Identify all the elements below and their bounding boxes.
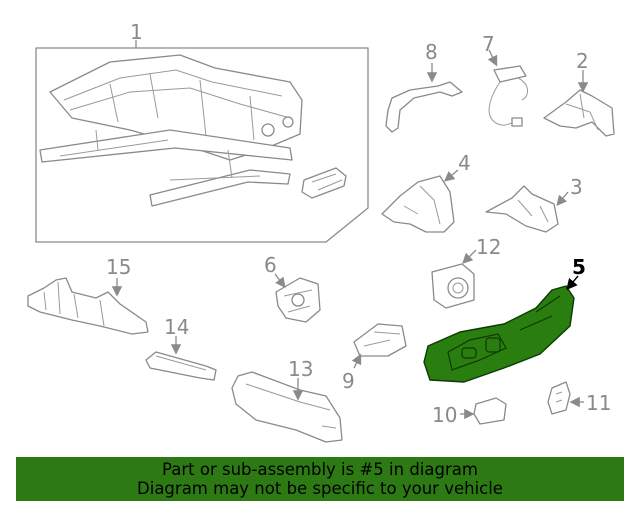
part-2-bracket[interactable] <box>543 70 615 137</box>
callout-7: 7 <box>482 32 495 56</box>
part-9-bracket[interactable] <box>351 323 407 369</box>
callout-13: 13 <box>288 357 313 381</box>
callout-8: 8 <box>425 40 438 64</box>
part-13-trim-panel[interactable] <box>231 371 343 443</box>
part-1-seat-frame[interactable] <box>35 40 369 243</box>
callout-5: 5 <box>572 255 586 279</box>
part-3-trim[interactable] <box>485 185 569 233</box>
part-4-cover[interactable] <box>381 169 459 233</box>
banner-line-2: Diagram may not be specific to your vehi… <box>137 479 503 498</box>
part-12-switch[interactable] <box>431 249 477 309</box>
part-6-motor[interactable] <box>274 273 321 323</box>
part-10-cap[interactable] <box>460 397 507 425</box>
part-5-side-shield[interactable] <box>423 275 579 383</box>
part-11-knob[interactable] <box>547 381 584 415</box>
callout-12: 12 <box>476 235 501 259</box>
part-8-wire-bracket[interactable] <box>385 63 463 133</box>
callout-3: 3 <box>570 175 583 199</box>
callout-14: 14 <box>164 315 189 339</box>
part-14-trim[interactable] <box>145 336 217 381</box>
banner-line-1: Part or sub-assembly is #5 in diagram <box>162 460 478 479</box>
callout-2: 2 <box>576 49 589 73</box>
callout-10: 10 <box>432 403 457 427</box>
callout-9: 9 <box>342 369 355 393</box>
callout-11: 11 <box>586 391 611 415</box>
callout-4: 4 <box>458 151 471 175</box>
callout-1: 1 <box>130 20 143 44</box>
callout-6: 6 <box>264 253 277 277</box>
callout-15: 15 <box>106 255 131 279</box>
part-15-rail[interactable] <box>27 277 149 335</box>
info-banner: Part or sub-assembly is #5 in diagram Di… <box>16 457 624 501</box>
part-7-harness[interactable] <box>487 49 528 127</box>
